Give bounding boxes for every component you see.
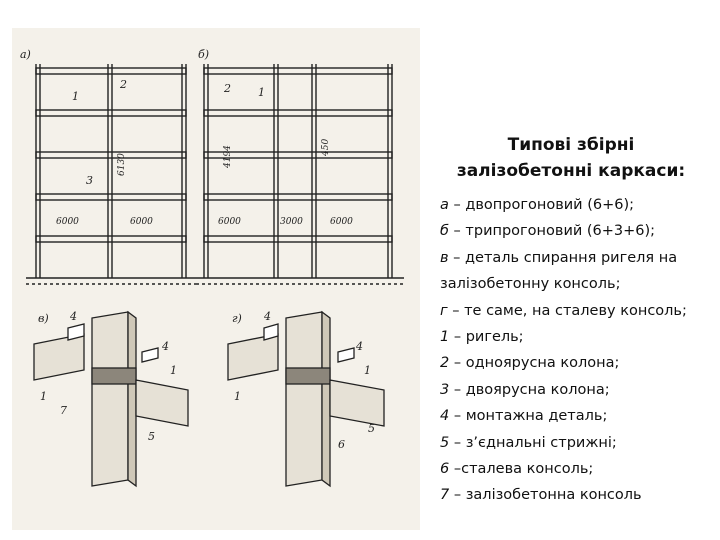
detail-d-label-1b: 1: [364, 364, 371, 377]
legend-item: а – двопрогоновий (6+6);: [440, 192, 716, 218]
legend-key: г: [440, 302, 448, 319]
legend-item: 3 – двоярусна колона;: [440, 377, 716, 403]
legend-item: в – деталь спирання ригеля на залізобето…: [440, 245, 716, 298]
legend-item: 2 – одноярусна колона;: [440, 350, 716, 376]
legend-sep: –: [449, 381, 466, 398]
legend-text: те саме, на сталеву консоль;: [464, 302, 687, 319]
frame-b-span-3: 6000: [330, 217, 353, 227]
legend-key: 2: [440, 355, 450, 372]
detail-c: [33, 310, 189, 488]
frame-b-label-1: 1: [258, 86, 265, 99]
legend-item: 1 – ригель;: [440, 324, 716, 350]
panel-label-c: в): [38, 312, 49, 325]
detail-d-label-5: 5: [368, 422, 375, 435]
detail-d-label-4b: 4: [355, 340, 363, 353]
legend-item: 4 – монтажна деталь;: [440, 403, 716, 429]
panel-label-b: б): [198, 48, 209, 61]
slide-title-line-2: залізобетонні каркаси:: [456, 161, 686, 181]
legend-item: г – те саме, на сталеву консоль;: [440, 298, 716, 324]
legend-sep: –: [448, 223, 466, 240]
legend-text: двоярусна колона;: [465, 381, 610, 398]
legend-item: 5 – з’єднальні стрижні;: [440, 430, 716, 456]
legend-sep: –: [449, 355, 466, 372]
detail-c-label-7: 7: [60, 404, 67, 417]
frame-b-span-2: 3000: [280, 217, 303, 227]
frame-b-height-left: 4194: [223, 145, 233, 169]
detail-d-label-4a: 4: [263, 310, 271, 323]
legend-key: 6: [440, 461, 450, 478]
panel-label-d: г): [232, 312, 242, 325]
detail-d: [227, 310, 385, 488]
legend-sep: –: [449, 461, 462, 478]
legend-key: 1: [440, 329, 450, 346]
legend-text: монтажна деталь;: [465, 408, 608, 425]
legend-sep: –: [448, 197, 466, 213]
legend-text: ригель;: [465, 329, 524, 346]
legend-key: в: [440, 249, 449, 266]
legend-sep: –: [449, 487, 466, 504]
legend-sep: –: [449, 329, 466, 346]
legend-item: б – трипрогоновий (6+3+6);: [440, 218, 716, 244]
frame-a-span-2: 6000: [130, 217, 153, 227]
legend-text: залізобетонна консоль: [465, 487, 642, 504]
legend-sep: –: [449, 408, 466, 425]
structural-figure: а) 1 2 3 6000 6000 6130 б) 2 1 6000 3000…: [12, 28, 420, 530]
detail-c-label-4b: 4: [161, 340, 169, 353]
frame-b: [196, 64, 404, 285]
frame-a: [26, 64, 196, 285]
legend-key: 7: [440, 487, 450, 504]
detail-c-label-4a: 4: [69, 310, 77, 323]
frame-a-height: 6130: [117, 153, 127, 176]
frame-b-span-1: 6000: [218, 217, 241, 227]
frame-b-label-2: 2: [223, 82, 231, 95]
legend-text: двопрогоновий (6+6);: [465, 197, 634, 213]
legend-sep: –: [447, 302, 465, 319]
slide-title: Типові збірні залізобетонні каркаси:: [436, 132, 706, 184]
frame-a-label-3: 3: [86, 174, 93, 187]
panel-label-a: а): [20, 48, 31, 61]
detail-c-label-1b: 1: [170, 364, 177, 377]
legend-key: 3: [440, 381, 450, 398]
detail-d-label-6: 6: [338, 438, 345, 451]
frame-b-height-right: 450: [321, 139, 331, 157]
legend-item: 7 – залізобетонна консоль: [440, 482, 716, 508]
slide-title-line-1: Типові збірні: [507, 135, 635, 155]
frame-a-span-1: 6000: [56, 217, 79, 227]
legend-key: б: [440, 223, 449, 240]
detail-c-label-5: 5: [148, 430, 155, 443]
frame-drawings: а) 1 2 3 6000 6000 6130 б) 2 1 6000 3000…: [20, 48, 404, 488]
frame-a-label-1: 1: [72, 90, 79, 103]
legend-text: деталь спирання ригеля на залізобетонну …: [440, 249, 678, 293]
legend-list: а – двопрогоновий (6+6); б – трипрогонов…: [440, 192, 716, 509]
legend-text: сталева консоль;: [461, 461, 594, 478]
detail-c-label-1a: 1: [40, 390, 47, 403]
legend-text: з’єднальні стрижні;: [465, 434, 617, 451]
frame-a-label-2: 2: [119, 78, 127, 91]
legend-sep: –: [449, 434, 466, 451]
detail-d-label-1a: 1: [234, 390, 241, 403]
legend-item: 6 –сталева консоль;: [440, 456, 716, 482]
legend-text: трипрогоновий (6+3+6);: [465, 223, 656, 240]
legend-key: 4: [440, 408, 450, 425]
legend-key: а: [440, 197, 449, 213]
legend-sep: –: [448, 249, 466, 266]
legend-text: одноярусна колона;: [465, 355, 620, 372]
legend-key: 5: [440, 434, 450, 451]
